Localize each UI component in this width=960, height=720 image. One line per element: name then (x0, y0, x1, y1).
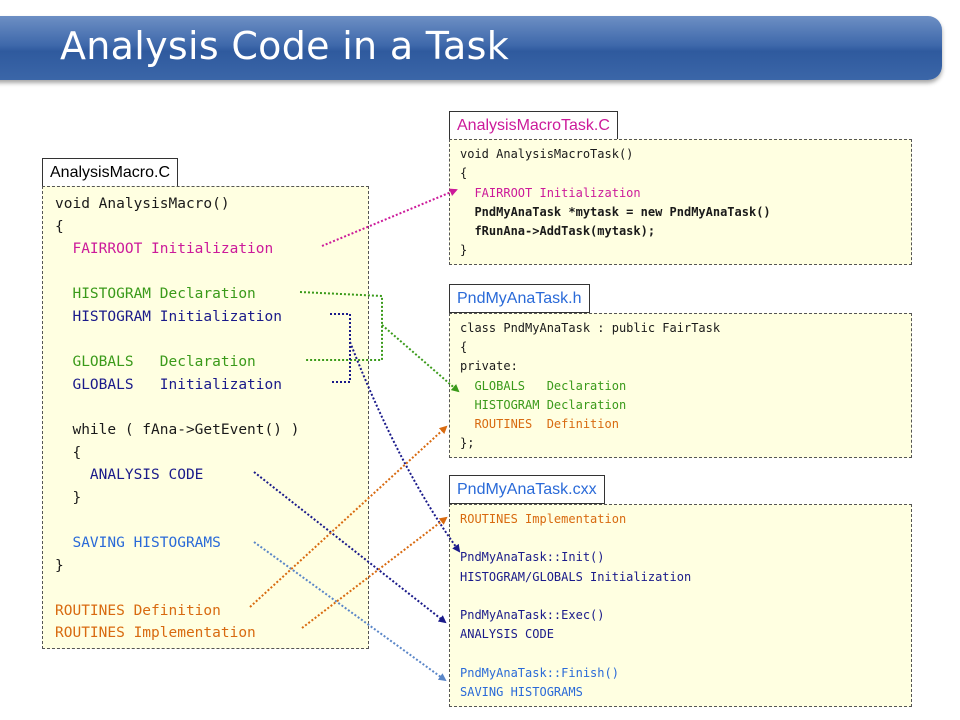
code-line: } (55, 557, 64, 574)
code-line: FAIRROOT Initialization (55, 241, 274, 258)
code-line: ROUTINES Definition (55, 602, 221, 619)
code-line: PndMyAnaTask::Exec() (460, 608, 605, 623)
code-line: GLOBALS Declaration (460, 378, 627, 393)
code-line: ANALYSIS CODE (460, 627, 554, 642)
code-line: class PndMyAnaTask : public FairTask (460, 321, 721, 335)
code-box-task-source: ROUTINES Implementation PndMyAnaTask::In… (449, 504, 912, 707)
code-line: void AnalysisMacroTask() (460, 147, 634, 161)
code-line: HISTOGRAM/GLOBALS Initialization (460, 569, 692, 584)
code-box-analysis-macro: void AnalysisMacro() { FAIRROOT Initiali… (42, 186, 369, 649)
code-line (460, 644, 911, 663)
code-line: PndMyAnaTask::Finish() (460, 665, 619, 680)
title-bar (0, 16, 942, 80)
code-line: GLOBALS Initialization (55, 376, 282, 393)
code-line: private: (460, 359, 518, 374)
code-line: ROUTINES Definition (460, 417, 619, 432)
code-line: HISTOGRAM Initialization (55, 308, 282, 325)
code-line: fRunAna->AddTask(mytask); (460, 224, 656, 239)
code-line (55, 577, 368, 600)
code-line: ANALYSIS CODE (55, 467, 204, 484)
code-line: { (460, 340, 468, 355)
code-line (460, 529, 911, 548)
code-line (55, 261, 368, 284)
code-box-task-header: class PndMyAnaTask : public FairTask { p… (449, 313, 912, 458)
code-line: while ( fAna->GetEvent() ) (55, 421, 300, 438)
slide-title: Analysis Code in a Task (60, 24, 510, 68)
code-line: }; (460, 436, 475, 451)
label-analysis-macro: AnalysisMacro.C (42, 158, 179, 187)
code-line: ROUTINES Implementation (55, 625, 256, 642)
code-line: SAVING HISTOGRAMS (55, 534, 221, 551)
code-line: void AnalysisMacro() (55, 196, 230, 212)
code-line: FAIRROOT Initialization (460, 185, 641, 200)
code-line: { (55, 218, 64, 235)
code-line (460, 587, 911, 606)
code-line: ROUTINES Implementation (460, 512, 627, 526)
code-line: { (460, 166, 468, 181)
code-line: HISTOGRAM Declaration (55, 286, 256, 303)
code-line: } (460, 243, 468, 258)
code-line (55, 509, 368, 532)
label-analysis-macro-task: AnalysisMacroTask.C (449, 111, 618, 140)
code-line: PndMyAnaTask::Init() (460, 550, 605, 565)
label-task-header: PndMyAnaTask.h (449, 284, 590, 313)
code-line: SAVING HISTOGRAMS (460, 684, 583, 699)
code-box-analysis-macro-task: void AnalysisMacroTask() { FAIRROOT Init… (449, 139, 912, 265)
code-line (55, 396, 368, 419)
label-task-source: PndMyAnaTask.cxx (449, 475, 605, 504)
code-line (55, 329, 368, 352)
code-line: { (55, 444, 82, 461)
code-line: GLOBALS Declaration (55, 354, 256, 371)
code-line: PndMyAnaTask *mytask = new PndMyAnaTask(… (460, 204, 771, 219)
code-line: HISTOGRAM Declaration (460, 397, 627, 412)
code-line: } (55, 489, 82, 506)
